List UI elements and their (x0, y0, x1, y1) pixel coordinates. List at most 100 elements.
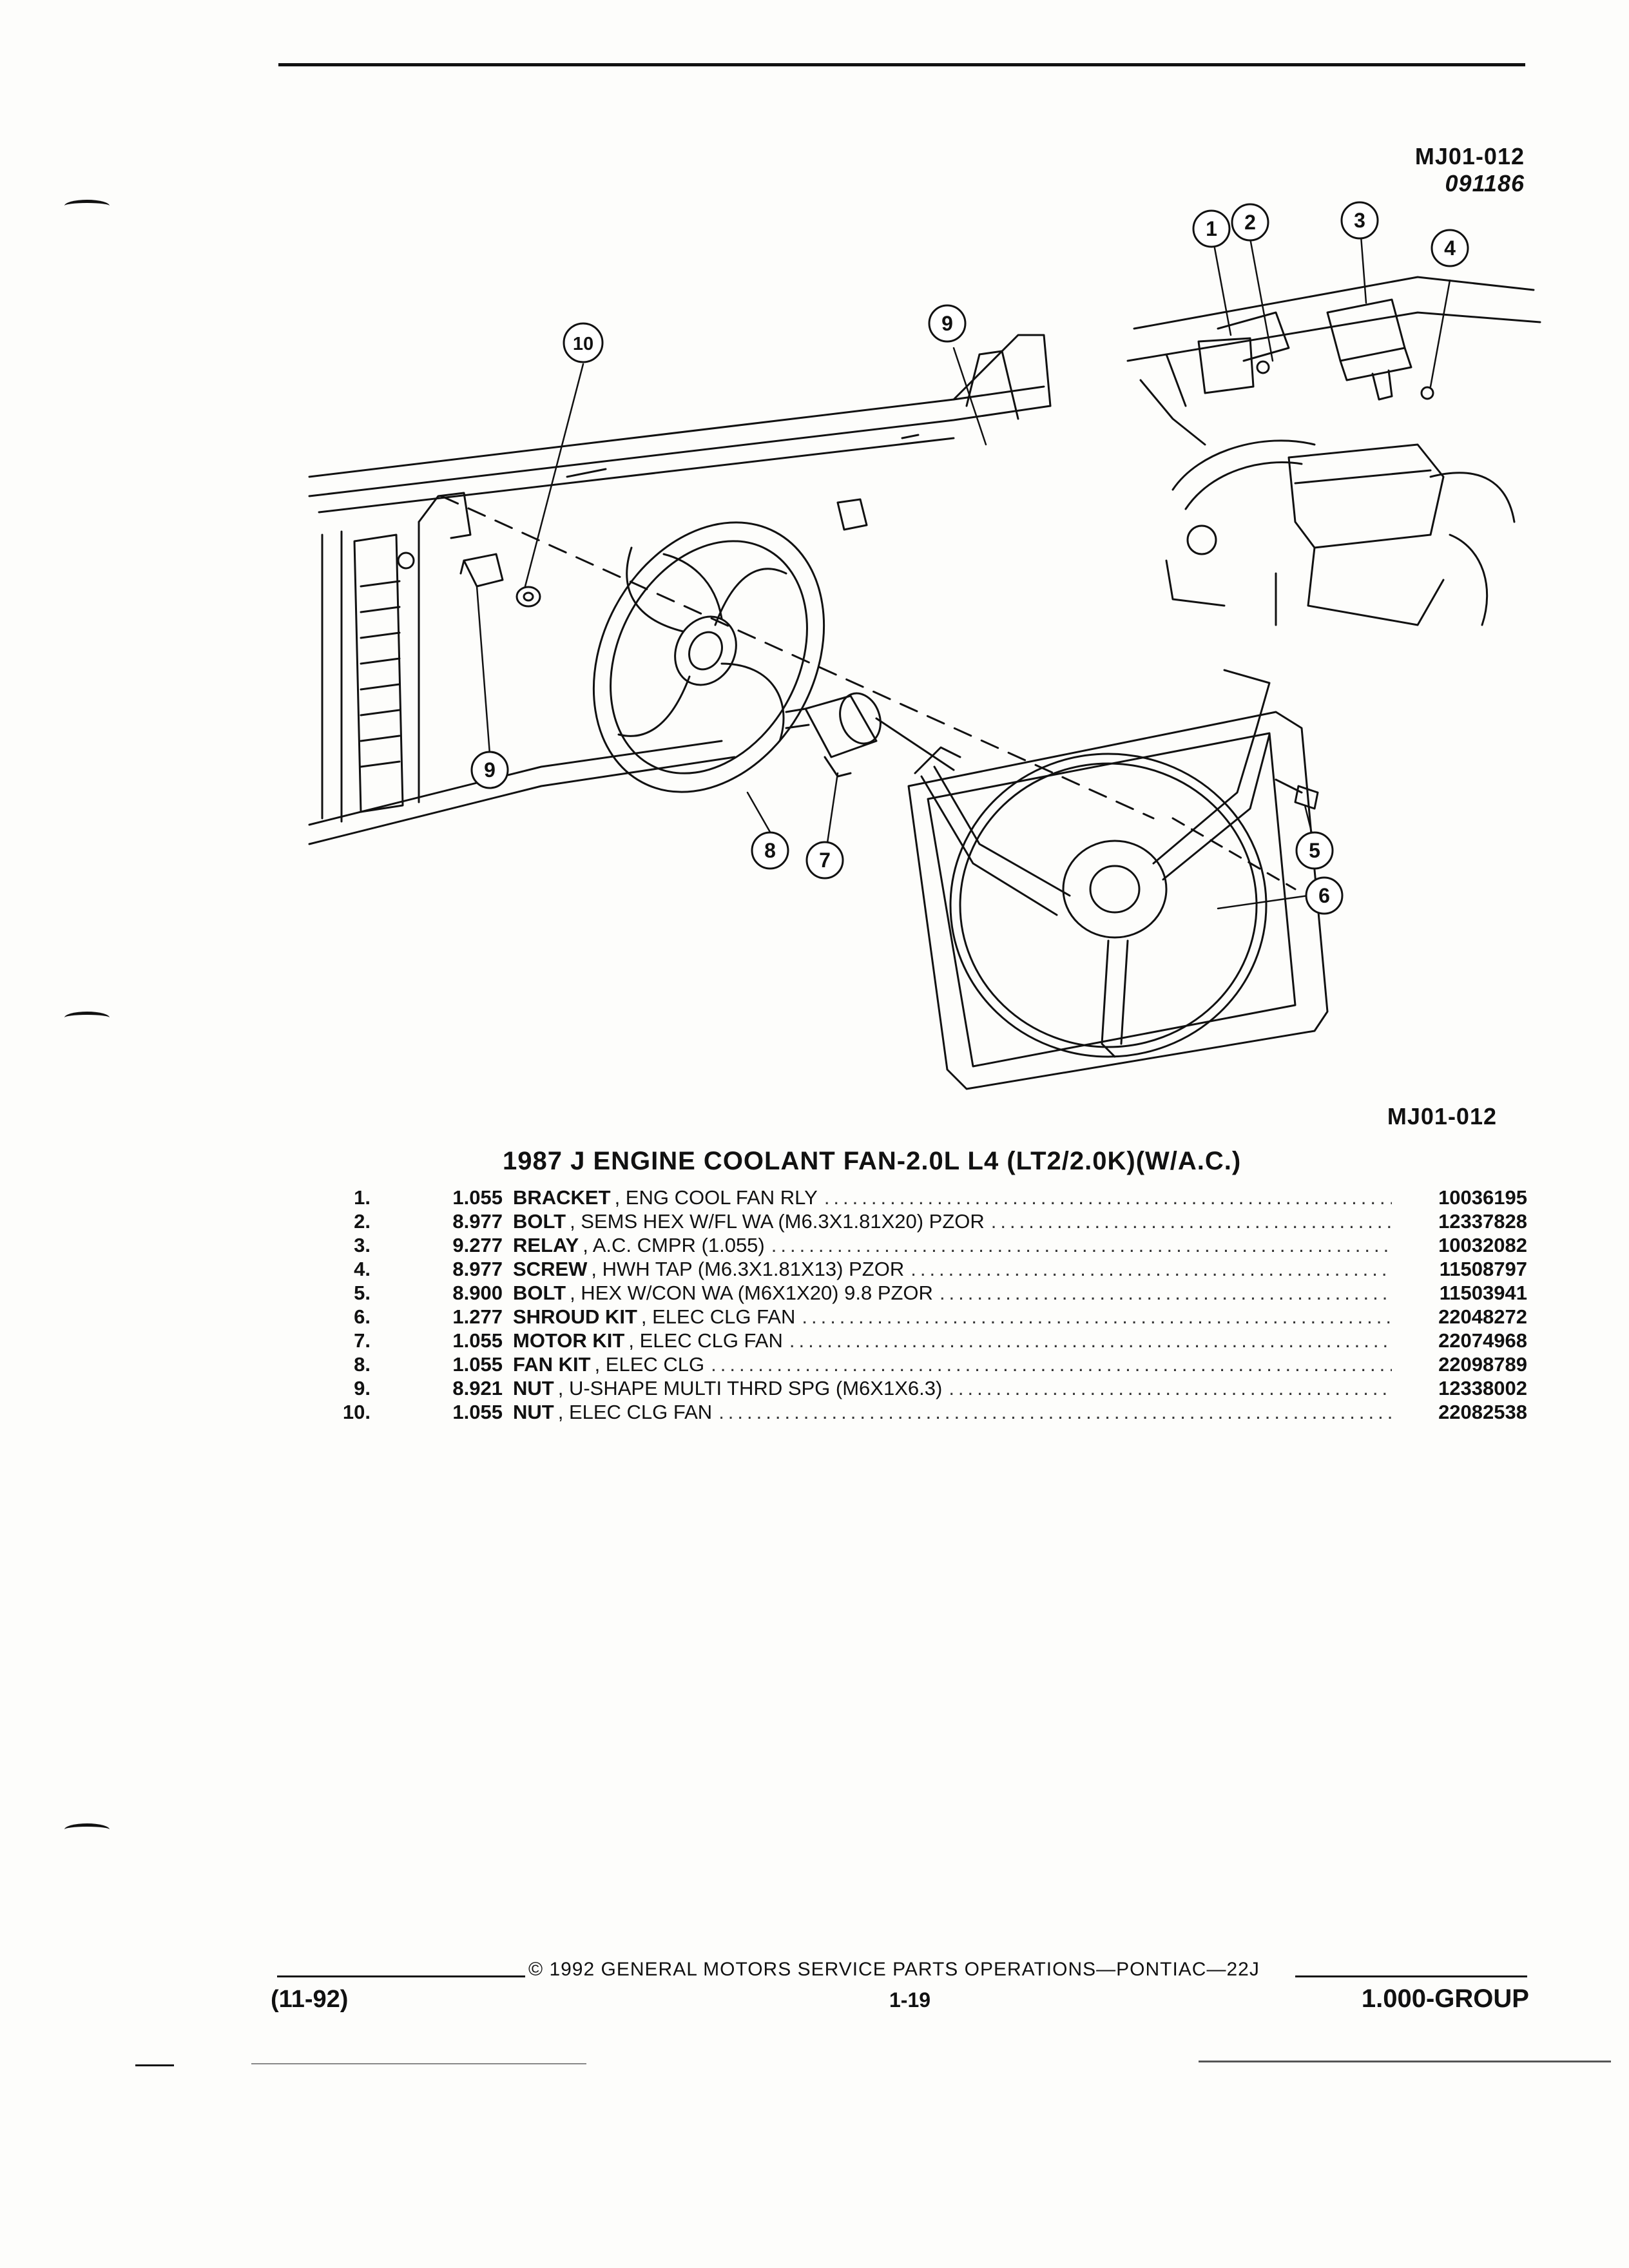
callout-8: 8 (751, 831, 789, 870)
part-index: 4. (354, 1258, 371, 1280)
part-row: 1. 1.055 BRACKET, ENG COOL FAN RLY 10036195 (309, 1186, 1527, 1209)
callout-label: 7 (819, 849, 831, 872)
radiator-tank (353, 533, 415, 813)
part-group-number: 1.055 (452, 1401, 503, 1423)
callout-1: 1 (1192, 209, 1231, 248)
part-name: NUT (513, 1377, 554, 1399)
callout-9-upper: 9 (928, 304, 967, 343)
callout-label: 1 (1206, 217, 1217, 240)
callout-label: 8 (764, 839, 776, 862)
callout-label: 2 (1244, 211, 1256, 234)
callout-5: 5 (1295, 831, 1334, 870)
part-description: , ENG COOL FAN RLY (614, 1186, 818, 1209)
scan-mark (64, 1823, 110, 1836)
part-index: 1. (354, 1186, 371, 1209)
part-row: 8. 1.055 FAN KIT, ELEC CLG 22098789 (309, 1352, 1527, 1376)
part-group-number: 1.277 (452, 1305, 503, 1328)
spring-nut (836, 498, 868, 531)
part-index: 9. (354, 1377, 371, 1399)
part-name: SHROUD KIT (513, 1305, 637, 1328)
part-number: 22082538 (1438, 1401, 1527, 1423)
relay-inset (1126, 276, 1541, 626)
part-group-number: 1.055 (452, 1329, 503, 1352)
callout-3: 3 (1340, 201, 1379, 240)
part-description: , A.C. CMPR (1.055) (583, 1234, 765, 1256)
part-index: 10. (342, 1401, 371, 1423)
callout-7: 7 (805, 841, 844, 879)
callout-6: 6 (1305, 876, 1344, 915)
hex-bolt (1275, 778, 1319, 810)
leader-dots (824, 1186, 1392, 1209)
footer-copyright: © 1992 GENERAL MOTORS SERVICE PARTS OPER… (528, 1959, 1260, 1980)
part-name: SCREW (513, 1258, 588, 1280)
part-index: 6. (354, 1305, 371, 1328)
scan-rule (1199, 2061, 1611, 2062)
part-name: MOTOR KIT (513, 1329, 625, 1352)
exploded-view-diagram: 1 2 3 4 5 6 7 8 (308, 201, 1541, 1090)
part-description: , ELEC CLG (594, 1353, 705, 1376)
part-number: 11508797 (1439, 1258, 1527, 1280)
fan-blade (592, 521, 825, 793)
part-description: , SEMS HEX W/FL WA (M6.3X1.81X20) PZOR (570, 1210, 985, 1233)
footer-group: 1.000-GROUP (1361, 1984, 1529, 2013)
part-name: BRACKET (513, 1186, 611, 1209)
part-number: 12338002 (1438, 1377, 1527, 1399)
top-rule (278, 63, 1525, 66)
leader-dots (711, 1352, 1392, 1376)
callout-9-lower: 9 (470, 751, 509, 789)
part-name: NUT (513, 1401, 554, 1423)
part-name: FAN KIT (513, 1353, 591, 1376)
scan-mark (135, 2064, 174, 2066)
part-group-number: 9.277 (452, 1234, 503, 1256)
part-group-number: 1.055 (452, 1353, 503, 1376)
spring-nut (459, 553, 504, 588)
part-number: 10036195 (1438, 1186, 1527, 1209)
leader-dots (802, 1305, 1392, 1329)
part-group-number: 8.977 (452, 1258, 503, 1280)
leader-dots (940, 1281, 1392, 1305)
leader-dots (911, 1257, 1392, 1281)
part-number: 11503941 (1439, 1282, 1527, 1304)
leader-lines (476, 218, 1451, 910)
leader-dots (949, 1376, 1392, 1400)
footer-rule-left (277, 1975, 525, 1977)
part-group-number: 8.900 (452, 1282, 503, 1304)
part-number: 22074968 (1438, 1329, 1527, 1352)
part-group-number: 8.977 (452, 1210, 503, 1233)
part-number: 22098789 (1438, 1353, 1527, 1376)
part-description: , U-SHAPE MULTI THRD SPG (M6X1X6.3) (557, 1377, 943, 1399)
callout-label: 9 (484, 758, 496, 782)
part-description: , ELEC CLG FAN (641, 1305, 796, 1328)
parts-list-title: 1987 J ENGINE COOLANT FAN-2.0L L4 (LT2/2… (503, 1147, 1242, 1175)
part-index: 7. (354, 1329, 371, 1352)
part-number: 10032082 (1438, 1234, 1527, 1256)
footer-page-number: 1-19 (889, 1988, 931, 2012)
part-index: 5. (354, 1282, 371, 1304)
part-index: 3. (354, 1234, 371, 1256)
illustration-code: MJ01-012 (1414, 143, 1525, 169)
callout-label: 4 (1444, 236, 1456, 260)
part-description: , ELEC CLG FAN (557, 1401, 713, 1423)
leader-dots (789, 1329, 1392, 1352)
radiator-support (308, 334, 1052, 845)
callout-label: 9 (941, 312, 953, 335)
alignment-line (440, 495, 1155, 820)
callout-label: 3 (1354, 209, 1365, 232)
part-description: , HEX W/CON WA (M6X1X20) 9.8 PZOR (570, 1282, 933, 1304)
leader-dots (718, 1400, 1392, 1424)
scan-rule (251, 2063, 586, 2064)
part-row: 5. 8.900 BOLT, HEX W/CON WA (M6X1X20) 9.8 … (309, 1281, 1527, 1305)
callout-label: 6 (1318, 884, 1330, 907)
part-group-number: 1.055 (452, 1186, 503, 1209)
part-index: 8. (354, 1353, 371, 1376)
scan-mark (64, 200, 110, 212)
fan-shroud (907, 669, 1329, 1090)
part-name: BOLT (513, 1282, 566, 1304)
footer-rule-right (1295, 1975, 1527, 1977)
diagram-caption-code: MJ01-012 (1387, 1103, 1497, 1129)
